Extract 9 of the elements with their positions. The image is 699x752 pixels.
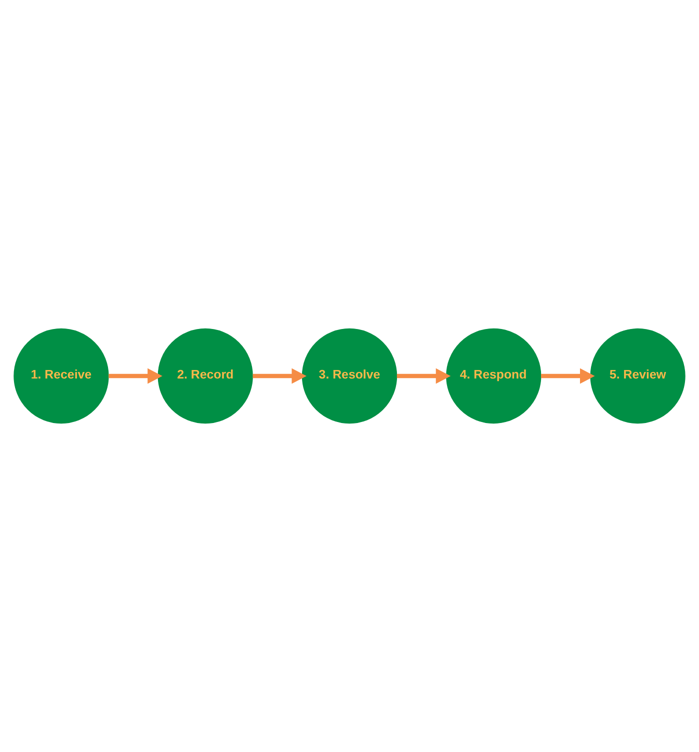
node-circle: 1. Receive — [14, 328, 109, 424]
arrow — [252, 368, 307, 384]
node-circle: 3. Resolve — [302, 328, 398, 424]
node-circle: 4. Respond — [446, 328, 542, 424]
arrow — [396, 368, 451, 384]
node-circle: 5. Review — [590, 328, 686, 424]
arrow — [541, 368, 595, 384]
node-circle: 2. Record — [158, 328, 253, 424]
arrow — [108, 368, 162, 384]
